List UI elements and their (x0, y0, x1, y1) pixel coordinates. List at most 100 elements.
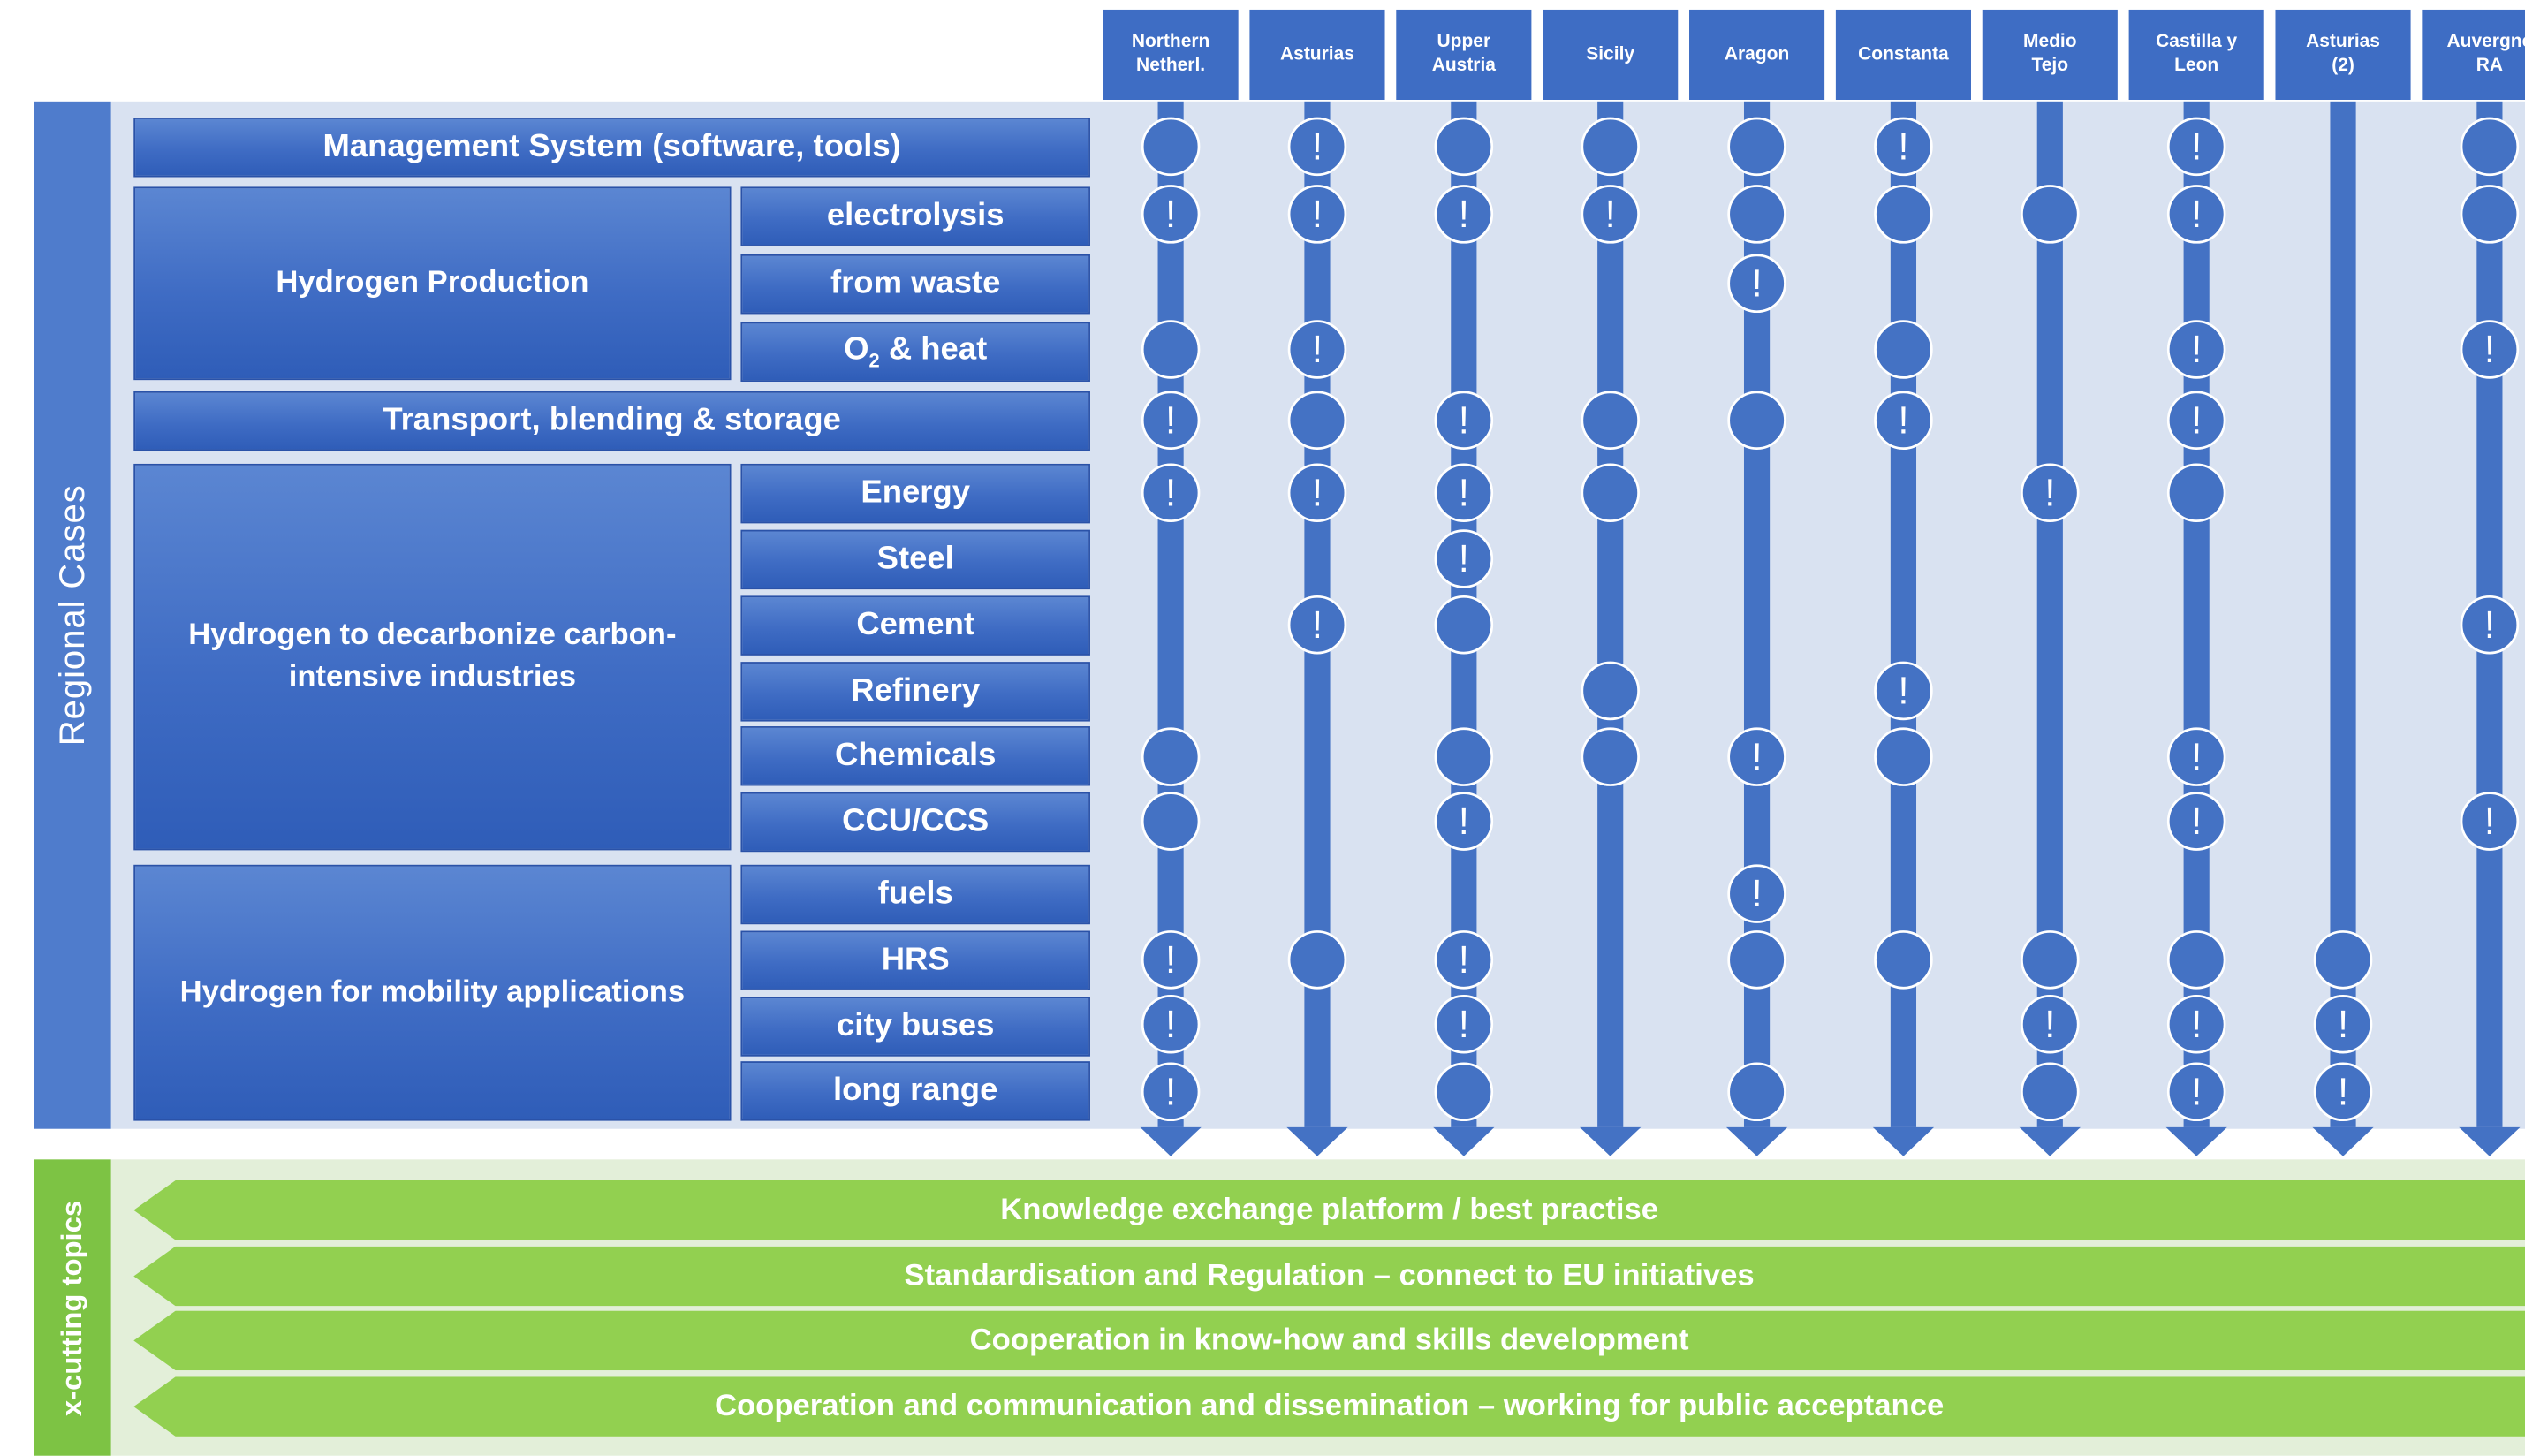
marker-exclaim: ! (2166, 117, 2226, 177)
marker-dot (1874, 185, 1933, 244)
marker-dot (1141, 117, 1201, 177)
marker-exclaim: ! (1874, 391, 1933, 450)
xcutting-topic-4-shape (133, 1376, 2525, 1437)
marker-dot (1141, 320, 1201, 379)
marker-exclaim: ! (2166, 727, 2226, 786)
exclaim-glyph: ! (2191, 1070, 2202, 1113)
region-column-castilla-y-leon: !!!!!!!! (2165, 101, 2227, 1156)
marker-exclaim: ! (1727, 864, 1786, 923)
marker-dot (2460, 117, 2520, 177)
region-header-line1: Asturias (2306, 32, 2380, 52)
marker-dot (2021, 1062, 2080, 1122)
marker-exclaim: ! (1874, 661, 1933, 721)
marker-exclaim: ! (1434, 994, 1494, 1054)
region-column-asturias-2: !! (2312, 101, 2374, 1156)
marker-dot (1727, 1062, 1786, 1122)
category-management-label: Management System (software, tools) (322, 128, 901, 164)
exclaim-glyph: ! (1165, 471, 1176, 514)
row-steel-label: Steel (876, 541, 954, 577)
column-arrowhead (2165, 1126, 2227, 1156)
exclaim-glyph: ! (1165, 938, 1176, 982)
marker-dot (1581, 661, 1640, 721)
row-refinery-label: Refinery (851, 672, 981, 709)
marker-exclaim: ! (1141, 185, 1201, 244)
marker-dot (1874, 930, 1933, 990)
marker-dot (1581, 117, 1640, 177)
category-hydrogen-production: Hydrogen Production (133, 186, 732, 381)
region-header-line1: Auvergne (2446, 32, 2525, 52)
region-header-constanta: Constanta (1835, 9, 1971, 101)
region-header-sicily: Sicily (1543, 9, 1679, 101)
category-mobility: Hydrogen for mobility applications (133, 864, 732, 1121)
xcutting-topic-1-label: Knowledge exchange platform / best pract… (1000, 1192, 1659, 1226)
exclaim-glyph: ! (2338, 1070, 2348, 1113)
row-steel: Steel (740, 529, 1090, 590)
marker-dot (1287, 930, 1347, 990)
region-header-line1: Constanta (1858, 44, 1949, 64)
marker-exclaim: ! (1581, 185, 1640, 244)
o2-rest: & heat (879, 331, 988, 368)
column-arrowhead (1580, 1126, 1642, 1156)
exclaim-glyph: ! (1459, 193, 1469, 236)
marker-exclaim: ! (2460, 320, 2520, 379)
region-header-line1: Northern (1131, 32, 1210, 52)
marker-dot (2021, 185, 2080, 244)
region-header-asturias: Asturias (1249, 9, 1385, 101)
marker-dot (2166, 463, 2226, 523)
marker-exclaim: ! (1287, 117, 1347, 177)
o2-subscript: 2 (868, 349, 880, 373)
exclaim-glyph: ! (2484, 800, 2495, 843)
regional-cases-label: Regional Cases (34, 101, 111, 1129)
exclaim-glyph: ! (1312, 471, 1323, 514)
o2-main: O (844, 331, 869, 368)
column-arrowhead (1872, 1126, 1935, 1156)
marker-exclaim: ! (2166, 391, 2226, 450)
region-column-sicily: ! (1580, 101, 1642, 1156)
xcutting-topic-1: Knowledge exchange platform / best pract… (133, 1180, 2525, 1240)
column-shaft (1597, 101, 1624, 1127)
row-long-range-label: long range (833, 1072, 998, 1109)
marker-dot (1874, 727, 1933, 786)
column-arrowhead (1286, 1126, 1348, 1156)
exclaim-glyph: ! (1459, 800, 1469, 843)
xcutting-topics-label: x-cutting topics (34, 1159, 111, 1456)
marker-exclaim: ! (2313, 1062, 2373, 1122)
exclaim-glyph: ! (2191, 398, 2202, 442)
category-transport-label: Transport, blending & storage (383, 402, 841, 438)
region-column-upper-austria: !!!!!!! (1433, 101, 1495, 1156)
marker-dot (2021, 930, 2080, 990)
marker-dot (1434, 117, 1494, 177)
category-transport: Transport, blending & storage (133, 391, 1090, 451)
region-header-line1: Sicily (1586, 44, 1635, 64)
marker-exclaim: ! (1874, 117, 1933, 177)
category-decarbonize-industries: Hydrogen to decarbonize carbon-intensive… (133, 463, 732, 851)
marker-exclaim: ! (2021, 994, 2080, 1054)
exclaim-glyph: ! (1312, 328, 1323, 371)
exclaim-glyph: ! (1898, 125, 1908, 168)
xcutting-topic-4-label: Cooperation and communication and dissem… (714, 1389, 1945, 1423)
category-industries-label: Hydrogen to decarbonize carbon-intensive… (188, 618, 677, 694)
exclaim-glyph: ! (1165, 1003, 1176, 1046)
exclaim-glyph: ! (1459, 398, 1469, 442)
row-city-buses: city buses (740, 997, 1090, 1057)
marker-dot (1141, 792, 1201, 851)
marker-exclaim: ! (1434, 792, 1494, 851)
marker-dot (1434, 1062, 1494, 1122)
row-o2-heat-label: O2 & heat (844, 331, 987, 372)
region-header-label: Asturias (1280, 42, 1354, 66)
row-electrolysis: electrolysis (740, 186, 1090, 246)
marker-dot (2313, 930, 2373, 990)
region-header-line2: RA (2476, 56, 2504, 76)
row-chemicals: Chemicals (740, 726, 1090, 786)
row-from-waste-label: from waste (830, 265, 1001, 301)
region-header-label: Asturias(2) (2306, 31, 2380, 80)
marker-dot (1141, 727, 1201, 786)
exclaim-glyph: ! (1312, 125, 1323, 168)
marker-dot (1434, 727, 1494, 786)
region-header-label: Sicily (1586, 42, 1634, 66)
